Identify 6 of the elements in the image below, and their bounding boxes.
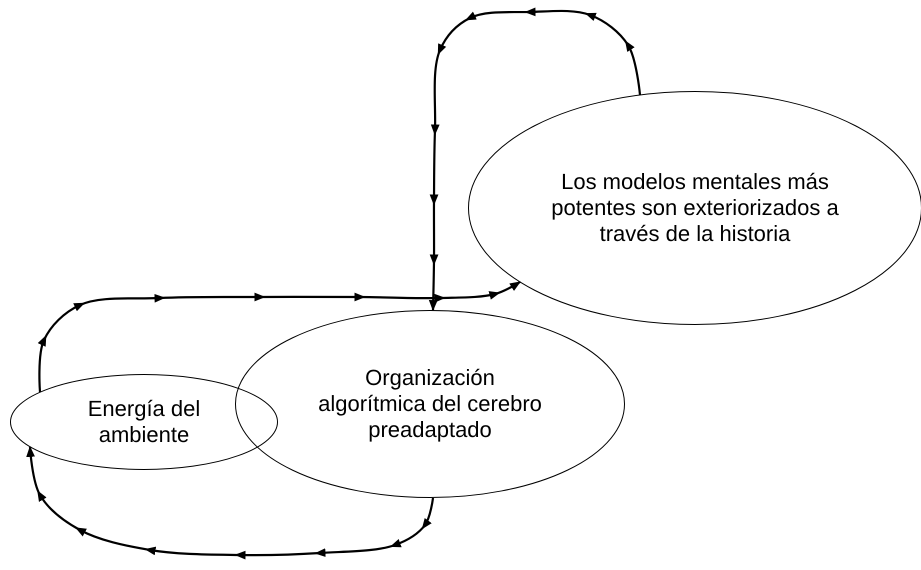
arrow xyxy=(428,8,642,310)
node-label: Energía del ambiente xyxy=(86,396,202,448)
arrow xyxy=(38,281,521,392)
node-label: Organización algorítmica del cerebro preadaptado xyxy=(317,365,543,443)
arrow xyxy=(26,446,434,560)
node-label: Los modelos mentales más potentes son exteriorizados a través de la historia xyxy=(550,169,840,247)
